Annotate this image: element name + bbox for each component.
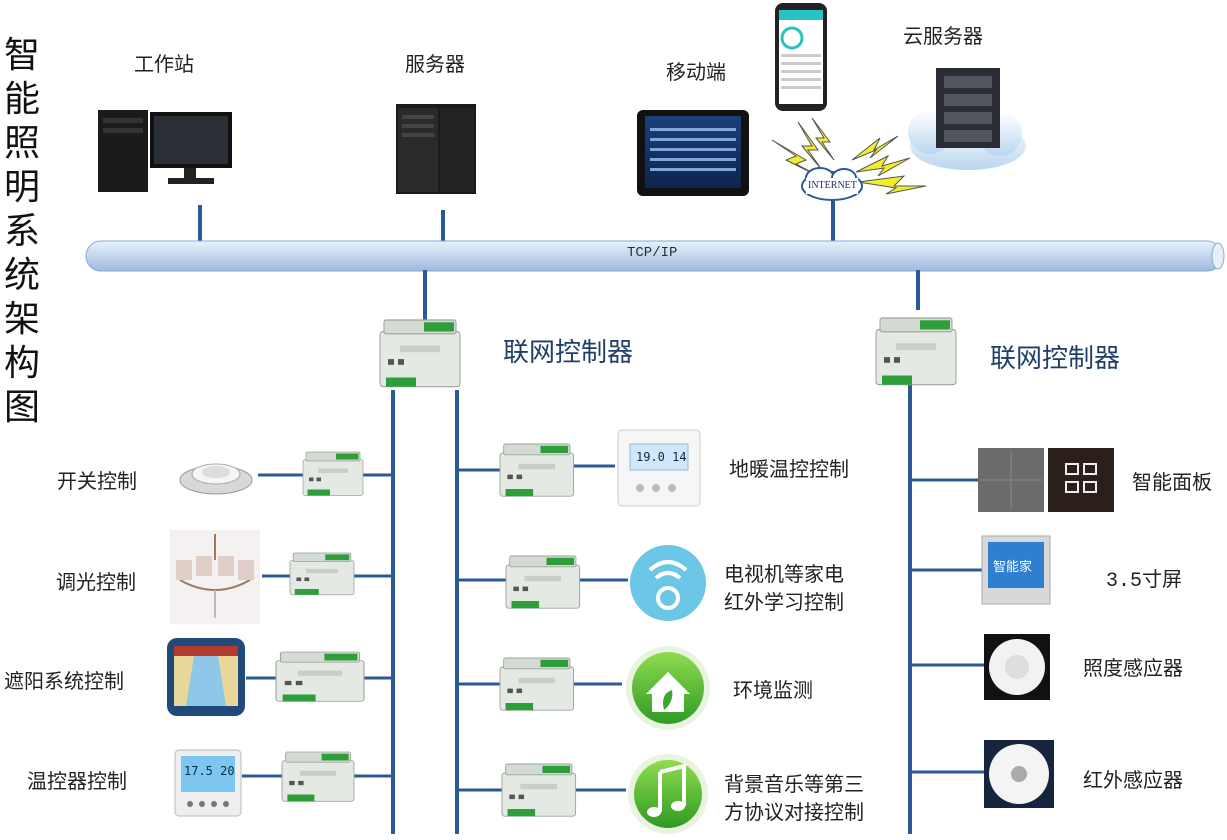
- floor-thermostat-readout: 19.0 14: [636, 450, 687, 464]
- curtain-icon: [167, 638, 245, 716]
- ir-control-line1: 电视机等家电: [724, 562, 844, 586]
- environment-monitor-icon: [626, 646, 710, 730]
- gateway-controller-left: [379, 319, 461, 388]
- music-module: [501, 763, 577, 817]
- title-char: 能: [3, 79, 40, 120]
- touch-screen-icon: [981, 535, 1051, 605]
- touch-screen-text: 智能家: [993, 560, 1033, 575]
- title-char: 统: [3, 255, 40, 296]
- wireless-signal-icon: [771, 117, 927, 195]
- environment-label: 环境监测: [733, 678, 813, 702]
- env-module: [499, 657, 575, 711]
- internet-label: INTERNET: [808, 180, 857, 191]
- tablet-icon: [637, 110, 749, 196]
- music-control-label: 背景音乐等第三 方协议对接控制: [724, 770, 864, 826]
- music-control-line2: 方协议对接控制: [724, 800, 864, 824]
- floor-heating-label: 地暖温控控制: [729, 457, 849, 481]
- switch-module: [302, 451, 364, 496]
- dimming-control-label: 调光控制: [56, 570, 136, 594]
- thermostat-left-readout: 17.5 20: [184, 764, 235, 778]
- gateway-left-label: 联网控制器: [503, 338, 634, 368]
- mobile-label: 移动端: [666, 60, 726, 84]
- gateway-controller-right: [875, 317, 957, 386]
- cloud-server-label: 云服务器: [903, 24, 983, 48]
- server-icon: [396, 104, 476, 194]
- infrared-sensor-icon: [984, 740, 1054, 808]
- phone-icon: [775, 3, 827, 111]
- thermostat-module: [281, 751, 355, 802]
- infrared-sensor-label: 红外感应器: [1083, 768, 1183, 792]
- illuminance-sensor-icon: [984, 634, 1050, 700]
- gateway-right-label: 联网控制器: [990, 344, 1121, 374]
- tcpip-bus: [85, 240, 1225, 272]
- ir-remote-icon: [630, 545, 706, 621]
- illuminance-sensor-label: 照度感应器: [1083, 656, 1183, 680]
- title-char: 智: [3, 35, 40, 76]
- cloud-server-icon: [908, 68, 1026, 170]
- title-char: 明: [3, 167, 40, 208]
- floor-heating-thermostat-icon: [617, 429, 701, 507]
- ir-control-label: 电视机等家电 红外学习控制: [724, 560, 844, 616]
- switch-control-label: 开关控制: [57, 469, 137, 493]
- internet-cloud-icon: [801, 167, 863, 201]
- workstation-icon: [98, 110, 232, 192]
- title-char: 系: [3, 211, 40, 252]
- screen-label: 3.5寸屏: [1106, 570, 1183, 593]
- shade-module: [275, 651, 365, 702]
- server-label: 服务器: [405, 52, 465, 76]
- downlight-icon: [179, 463, 253, 495]
- smart-panel-icon: [978, 448, 1114, 512]
- chandelier-icon: [170, 530, 260, 624]
- thermostat-control-label: 温控器控制: [27, 769, 127, 793]
- title-char: 照: [3, 123, 40, 164]
- ir-control-line2: 红外学习控制: [724, 590, 844, 614]
- bus-label: TCP/IP: [627, 245, 678, 261]
- floor-heating-module: [499, 443, 575, 497]
- diagram-title: 智 能 照 明 系 统 架 构 图: [2, 34, 42, 430]
- title-char: 图: [3, 387, 40, 428]
- ir-module: [505, 555, 581, 609]
- smart-panel-label: 智能面板: [1132, 470, 1212, 494]
- workstation-label: 工作站: [134, 52, 194, 76]
- thermostat-left-icon: [174, 749, 242, 817]
- music-control-line1: 背景音乐等第三: [724, 772, 864, 796]
- dimmer-module: [289, 552, 355, 596]
- shade-control-label: 遮阳系统控制: [4, 669, 124, 693]
- music-note-icon: [628, 754, 708, 834]
- title-char: 构: [3, 343, 40, 384]
- title-char: 架: [3, 299, 40, 340]
